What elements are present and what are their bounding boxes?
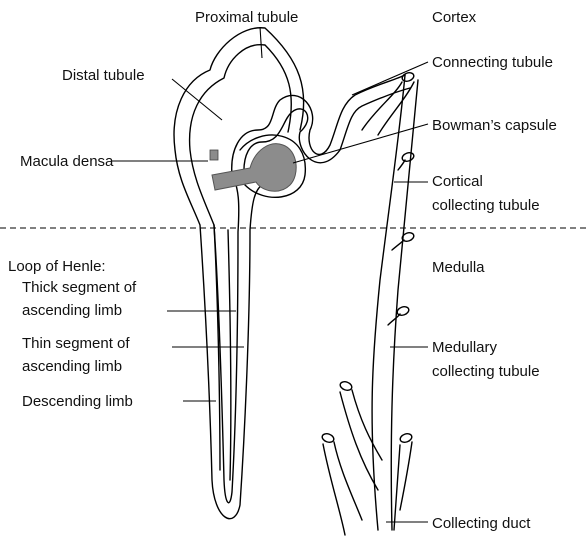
label-thick-segment-line1: Thick segment of xyxy=(22,279,137,296)
collecting-duct-right-wall xyxy=(391,80,418,530)
label-medullary-collecting-line1: Medullary xyxy=(432,339,498,356)
label-connecting-tubule: Connecting tubule xyxy=(432,54,553,71)
label-proximal-tubule: Proximal tubule xyxy=(195,9,298,26)
collecting-duct-branches xyxy=(321,71,415,535)
macula-densa-marker xyxy=(210,150,218,160)
label-cortical-collecting-line1: Cortical xyxy=(432,173,483,190)
ascending-limb-wall xyxy=(228,230,231,480)
label-collecting-duct: Collecting duct xyxy=(432,515,531,532)
label-descending-limb: Descending limb xyxy=(22,393,133,410)
label-thin-segment-line2: ascending limb xyxy=(22,358,122,375)
label-macula-densa: Macula densa xyxy=(20,153,114,170)
label-cortical-collecting-line2: collecting tubule xyxy=(432,197,540,214)
leader-distal-tubule xyxy=(172,79,222,120)
label-distal-tubule: Distal tubule xyxy=(62,67,145,84)
collecting-duct-left-wall xyxy=(372,75,405,530)
leader-bowmans-capsule xyxy=(293,124,428,163)
label-medulla: Medulla xyxy=(432,259,485,276)
glomerulus xyxy=(212,144,296,191)
label-loop-of-henle: Loop of Henle: xyxy=(8,258,106,275)
label-thin-segment-line1: Thin segment of xyxy=(22,335,130,352)
label-medullary-collecting-line2: collecting tubule xyxy=(432,363,540,380)
leader-proximal-tubule xyxy=(260,27,262,58)
nephron-outer-wall xyxy=(174,28,304,519)
label-cortex: Cortex xyxy=(432,9,477,26)
proximal-tubule-inner-wall xyxy=(190,45,292,503)
label-bowmans-capsule: Bowman’s capsule xyxy=(432,117,557,134)
label-thick-segment-line2: ascending limb xyxy=(22,302,122,319)
